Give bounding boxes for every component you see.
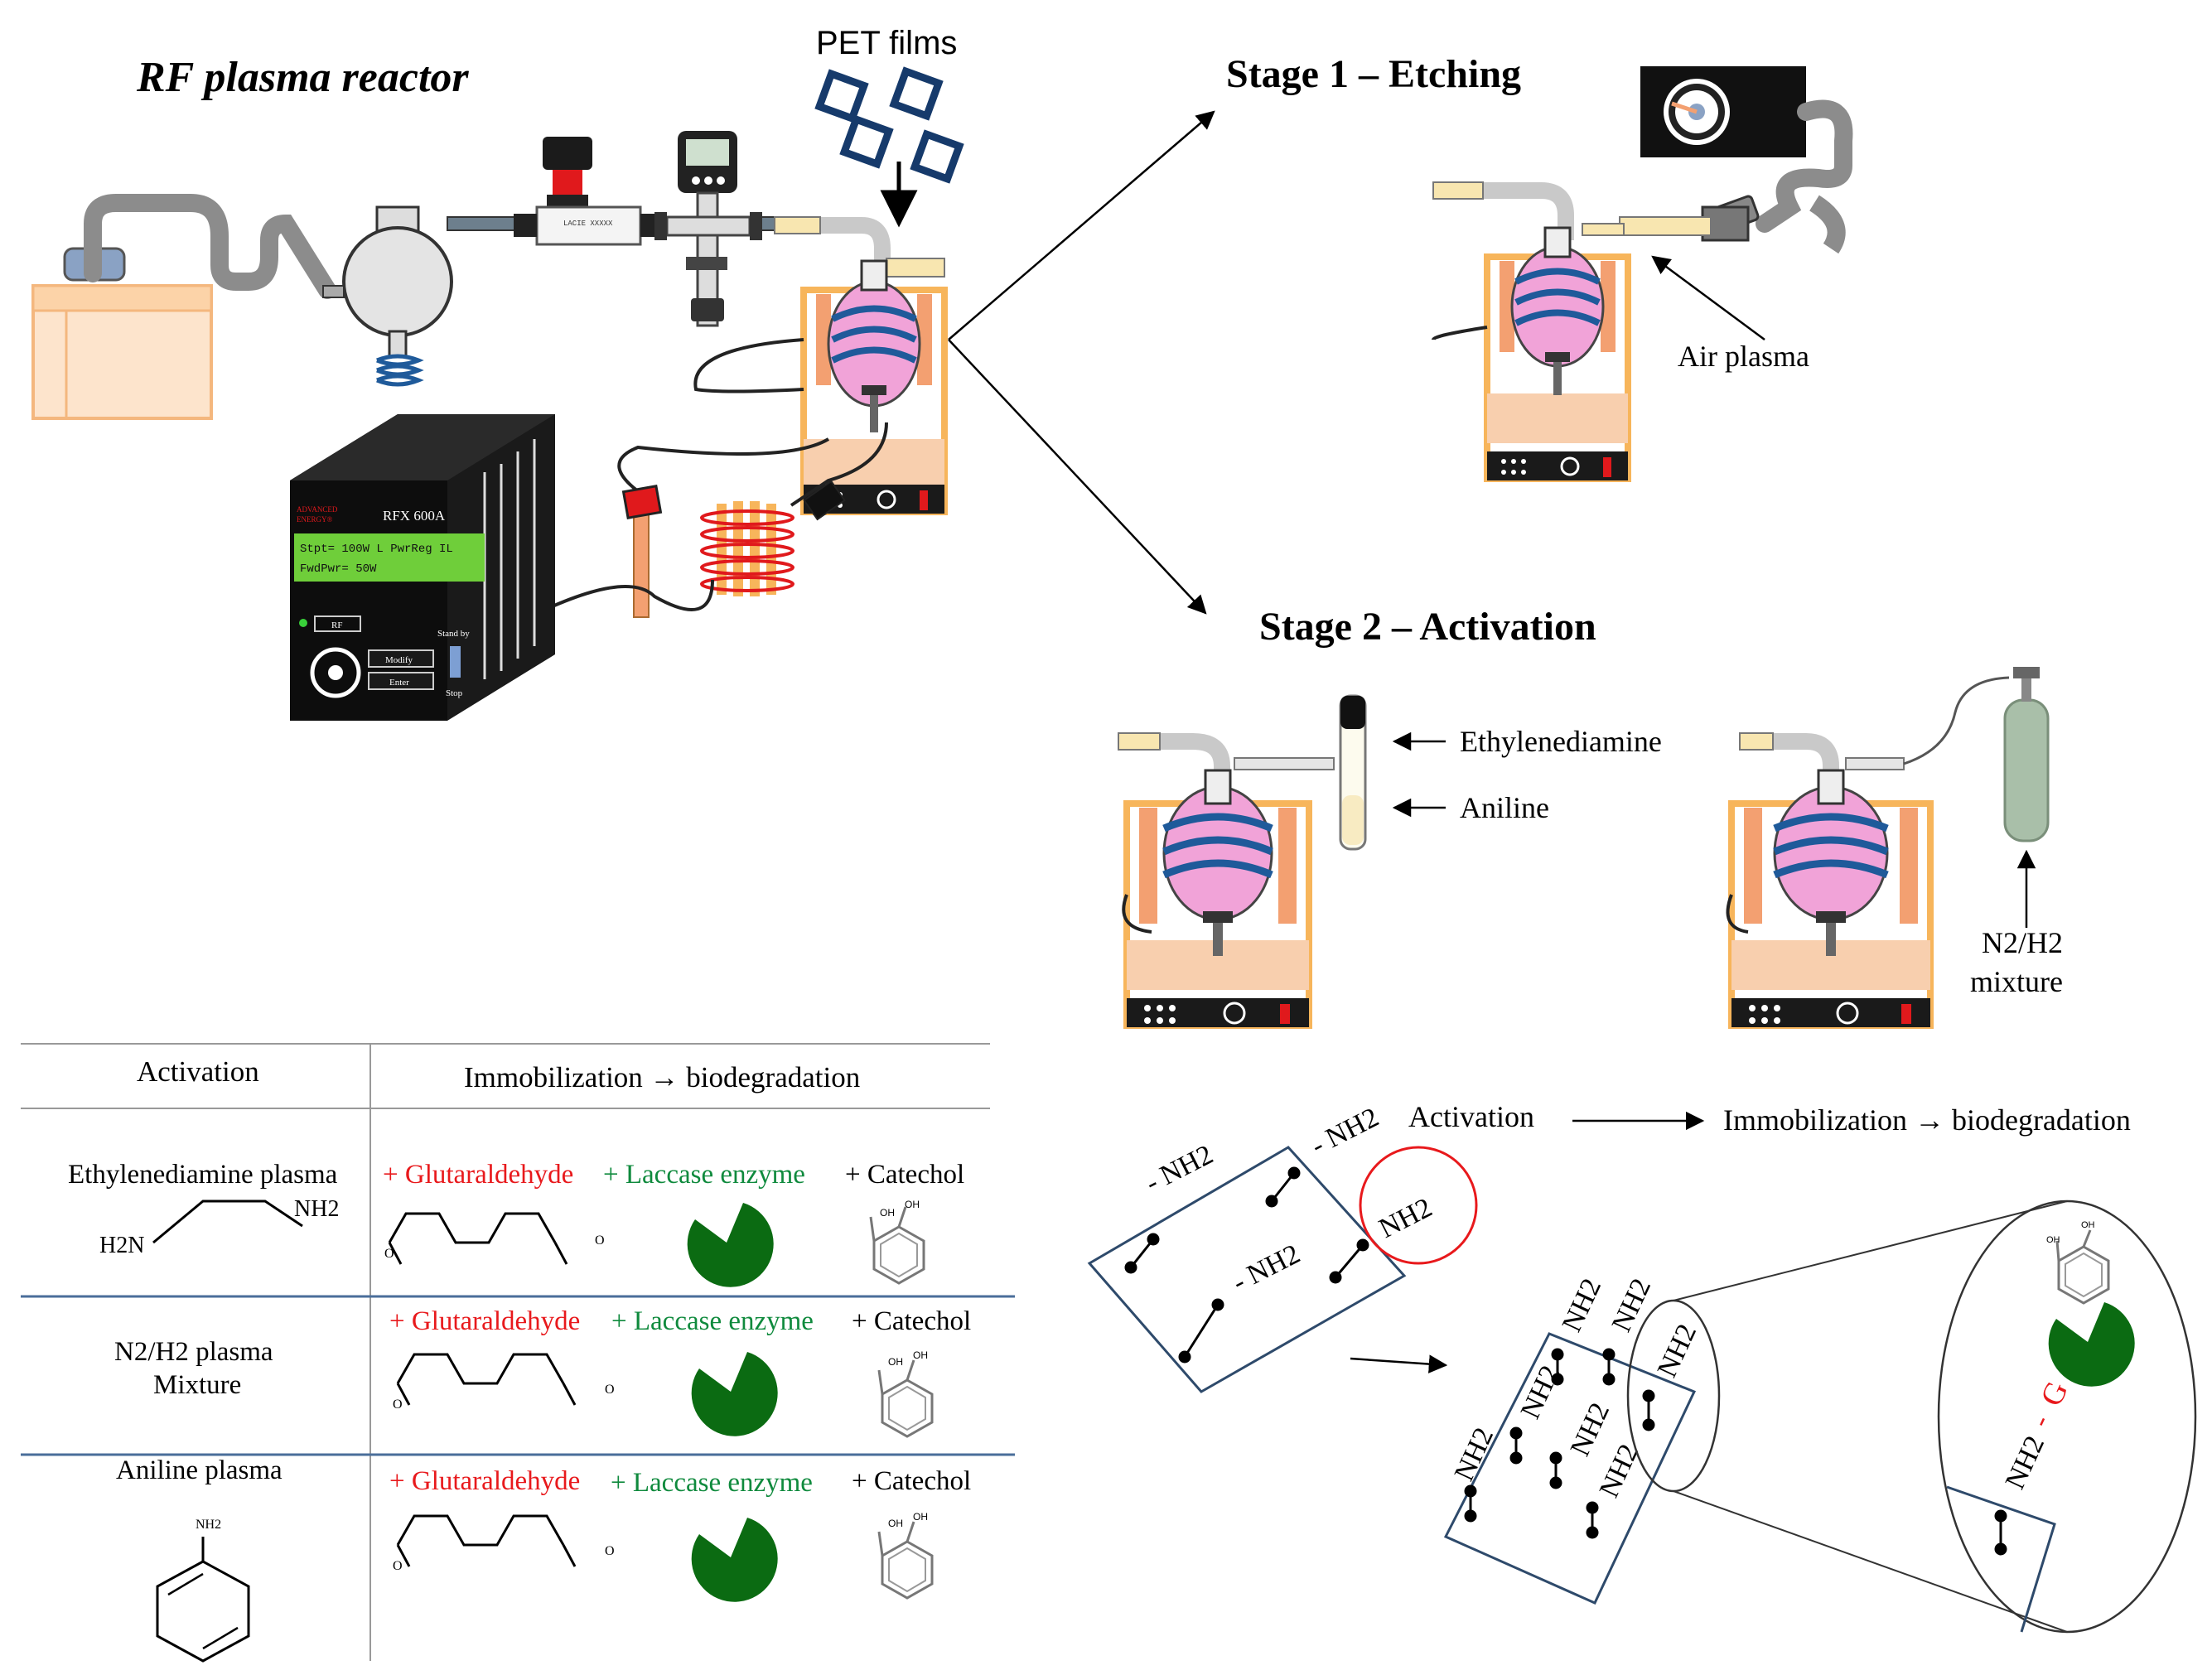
svg-text:NH2: NH2 (1606, 1274, 1657, 1337)
svg-text:O: O (384, 1247, 394, 1261)
svg-text:FwdPwr= 50W: FwdPwr= 50W (300, 562, 377, 576)
svg-text:OH: OH (913, 1511, 928, 1523)
svg-text:Modify: Modify (385, 655, 413, 665)
immobilization-scheme: Activation Immobilization → biodegradati… (1087, 1100, 2197, 1634)
stage2-title: Stage 2 – Activation (1259, 605, 1596, 649)
svg-text:G: G (2034, 1376, 2075, 1412)
svg-text:Enter: Enter (389, 678, 409, 688)
svg-text:- NH2: - NH2 (1228, 1238, 1305, 1298)
aniline-label: Aniline (1460, 791, 1549, 824)
svg-text:RF: RF (331, 620, 342, 630)
vacuum-pump (31, 247, 213, 420)
svg-text:O: O (605, 1383, 615, 1397)
table-header-activation: Activation (137, 1055, 259, 1088)
row3-catechol: + Catechol (852, 1466, 971, 1496)
svg-text:- NH2: - NH2 (1141, 1139, 1218, 1199)
ethylenediamine-label: Ethylenediamine (1460, 725, 1662, 758)
svg-text:NH2: NH2 (1652, 1320, 1702, 1383)
scheme-immobilization: Immobilization → biodegradation (1723, 1103, 2131, 1137)
cold-trap-flask (322, 205, 453, 387)
row1-glutaraldehyde: + Glutaraldehyde (383, 1160, 573, 1190)
row2-glutaraldehyde: + Glutaraldehyde (389, 1306, 580, 1336)
svg-text:NH2: NH2 (1449, 1423, 1500, 1486)
needle-valve: LACIE XXXXX (514, 137, 664, 246)
svg-text:NH2: NH2 (294, 1196, 339, 1222)
table-header-immobilization: Immobilization → biodegradation (464, 1061, 860, 1093)
main-reactor (800, 259, 948, 515)
activation-table: Activation Immobilization → biodegradati… (21, 1043, 1015, 1663)
pressure-gauge (654, 131, 762, 327)
svg-text:-: - (2025, 1410, 2056, 1431)
row3-activation: Aniline plasma (116, 1455, 283, 1485)
rf-generator: ADVANCED ENERGY® RFX 600A Stpt= 100W L P… (290, 414, 555, 721)
svg-text:NH2: NH2 (2000, 1431, 2050, 1494)
svg-text:OH: OH (913, 1349, 928, 1361)
pump-hose (84, 194, 336, 299)
svg-text:Stand by: Stand by (437, 629, 470, 639)
stage1-reactor (1432, 66, 1853, 254)
svg-text:ADVANCED: ADVANCED (297, 505, 338, 514)
n2h2-label: N2/H2 (1982, 926, 2063, 959)
matching-coil (621, 480, 846, 618)
svg-text:OH: OH (2081, 1220, 2095, 1230)
svg-text:OH: OH (880, 1207, 895, 1219)
stage1-title: Stage 1 – Etching (1226, 52, 1521, 96)
svg-text:OH: OH (2046, 1235, 2060, 1245)
row2-catechol: + Catechol (852, 1306, 971, 1336)
svg-text:NH2: NH2 (196, 1518, 221, 1532)
svg-text:O: O (393, 1559, 403, 1573)
svg-text:ENERGY®: ENERGY® (297, 515, 332, 524)
scheme-activation: Activation (1408, 1100, 1534, 1133)
svg-text:NH2: NH2 (1557, 1274, 1607, 1337)
stage2-reactor-gas (1739, 667, 2050, 842)
pet-films-icons (814, 66, 964, 184)
svg-text:O: O (595, 1233, 605, 1248)
svg-text:H2N: H2N (99, 1233, 144, 1258)
pet-films-label: PET films (816, 25, 957, 61)
reactor-inlet-tube (775, 217, 891, 265)
svg-text:NH2: NH2 (1565, 1398, 1616, 1461)
svg-text:LACIE XXXXX: LACIE XXXXX (563, 220, 613, 228)
svg-text:OH: OH (905, 1199, 920, 1210)
row2-laccase: + Laccase enzyme (611, 1306, 814, 1336)
svg-text:OH: OH (888, 1518, 903, 1529)
svg-text:NH2: NH2 (1374, 1192, 1437, 1244)
row1-laccase: + Laccase enzyme (603, 1160, 805, 1190)
row2-activation-line2: Mixture (153, 1370, 241, 1400)
svg-text:Stpt= 100W L PwrReg IL: Stpt= 100W L PwrReg IL (300, 543, 453, 556)
svg-text:NH2: NH2 (1594, 1440, 1645, 1503)
row1-activation: Ethylenediamine plasma (68, 1160, 338, 1190)
svg-text:O: O (605, 1544, 615, 1558)
svg-text:- NH2: - NH2 (1306, 1102, 1384, 1161)
row2-activation-line1: N2/H2 plasma (114, 1337, 273, 1367)
svg-text:Stop: Stop (446, 688, 463, 698)
row3-glutaraldehyde: + Glutaraldehyde (389, 1466, 580, 1496)
svg-text:O: O (393, 1397, 403, 1412)
svg-text:RFX 600A: RFX 600A (383, 508, 446, 524)
n2h2-mixture-label: mixture (1970, 965, 2063, 998)
air-plasma-label: Air plasma (1678, 340, 1809, 373)
row3-laccase: + Laccase enzyme (611, 1468, 813, 1498)
svg-text:OH: OH (888, 1356, 903, 1368)
stage2-reactor-liquid (1118, 694, 1367, 851)
reactor-title: RF plasma reactor (136, 54, 469, 101)
row1-catechol: + Catechol (845, 1160, 964, 1190)
